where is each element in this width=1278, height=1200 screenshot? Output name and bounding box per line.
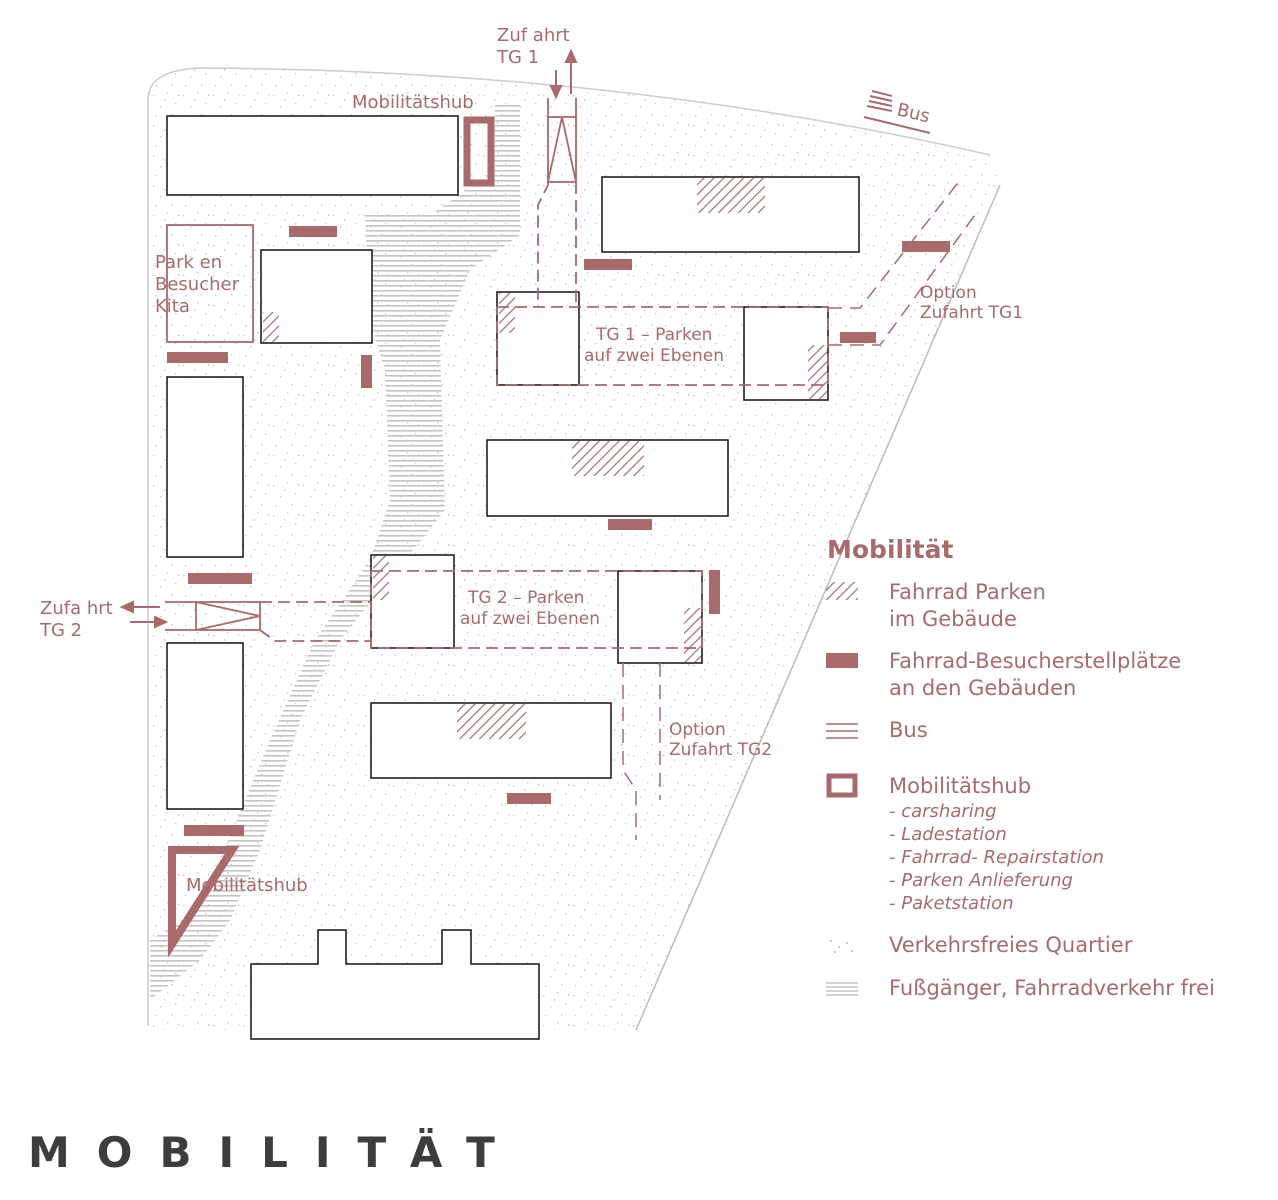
option-tg2-label-line1: Option — [669, 720, 726, 740]
option-road-tg1 — [828, 214, 976, 346]
bus-line — [863, 116, 931, 134]
ramp-tg2-edge — [165, 601, 196, 631]
ramp-tg2-marking — [195, 601, 261, 631]
site-plan-map: Bus Zuf ahrt TG 1 Mobilitätshub Park en … — [39, 25, 1215, 1040]
ramp-tg1-marking — [547, 116, 577, 183]
legend-hub-item: - carsharing — [889, 801, 997, 822]
underground-garages — [259, 182, 829, 649]
visitor-bike-bar — [184, 825, 244, 836]
arrow-in-tg2-head — [154, 615, 169, 629]
option-tg2-label-line2: Zufahrt TG2 — [669, 740, 772, 760]
visitor-bike-bar — [188, 573, 252, 584]
kita-label-line3: Kita — [155, 296, 190, 317]
building-nw — [166, 115, 459, 196]
arrow-out-tg2-head — [119, 600, 134, 614]
bike-parking-hatch — [263, 312, 279, 342]
legend-bar-swatch — [826, 653, 858, 668]
bus-line — [871, 90, 893, 97]
legend-hub-swatch — [826, 773, 858, 798]
bike-parking-hatch — [373, 556, 389, 600]
building-south — [250, 929, 540, 1040]
ramps — [165, 98, 577, 631]
legend-bike-parking-line2: im Gebäude — [889, 607, 1017, 631]
bus-stop-symbol — [863, 90, 931, 134]
site-boundary — [147, 67, 991, 1025]
building-west-2 — [166, 642, 244, 810]
legend-bike-visitor-line2: an den Gebäuden — [889, 676, 1076, 700]
mobility-hub-top-label: Mobilitätshub — [352, 92, 474, 113]
visitor-bike-bar — [902, 241, 950, 252]
visitor-bike-bar — [167, 352, 228, 363]
bike-parking-hatch — [572, 441, 644, 476]
arrows — [119, 48, 578, 629]
visitor-bike-bar — [361, 355, 372, 388]
access-road-tg1 — [537, 182, 549, 307]
tg2-label-line2: auf zwei Ebenen — [460, 609, 600, 629]
ramp-tg1-edge — [547, 98, 577, 117]
garage-tg2 — [370, 570, 703, 649]
kita-label-line2: Besucher — [155, 274, 240, 295]
legend-stripes-swatch — [826, 982, 858, 996]
mobility-hub-bottom-label: Mobilitätshub — [186, 875, 308, 896]
bus-line — [869, 95, 893, 102]
tg1-label-line1: TG 1 – Parken — [595, 325, 712, 345]
visitor-bike-bar — [507, 793, 551, 804]
bike-parking-hatch — [808, 345, 827, 399]
legend-car-free-label: Verkehrsfreies Quartier — [889, 933, 1133, 957]
page-title: MOBILITÄT — [28, 1128, 522, 1177]
site-boundary-east — [635, 184, 1001, 1031]
legend: Mobilität Fahrrad Parken im Gebäude Fahr… — [826, 535, 1215, 1000]
zufahrt-tg2-label-line2: TG 2 — [39, 620, 82, 641]
visitor-bike-bar — [709, 570, 720, 614]
legend-hub-item: - Fahrrad- Repairstation — [889, 847, 1104, 868]
option-road-tg1 — [828, 179, 961, 309]
tg2-label-line1: TG 2 – Parken — [467, 588, 584, 608]
bike-parking-hatch — [457, 704, 526, 739]
zufahrt-tg1-label-line1: Zuf ahrt — [497, 25, 570, 46]
building-square — [260, 249, 373, 344]
legend-hub-item: - Parken Anlieferung — [889, 870, 1073, 891]
bike-parking-hatch — [499, 293, 515, 333]
legend-hatch-swatch — [826, 582, 858, 600]
visitor-bike-bar — [289, 226, 337, 237]
legend-hub-item: - Paketstation — [889, 893, 1014, 914]
visitor-bike-bar — [584, 259, 632, 270]
kita-parking-area — [166, 224, 254, 343]
zufahrt-tg1-label-line2: TG 1 — [496, 47, 539, 68]
garage-tg1 — [496, 306, 829, 386]
zufahrt-tg2-label-line1: Zufa hrt — [40, 598, 113, 619]
bike-parking-hatches — [263, 178, 827, 739]
option-tg1-label-line2: Zufahrt TG1 — [920, 303, 1023, 323]
mobility-hub-top — [463, 116, 495, 187]
bus-line — [866, 105, 893, 112]
option-tg1-label-line1: Option — [920, 283, 977, 303]
legend-bus-swatch — [826, 723, 858, 739]
bike-parking-hatch — [697, 178, 765, 213]
arrow-out-tg1-head — [564, 48, 578, 63]
mobility-hub-bottom — [168, 846, 240, 958]
option-access-tg1 — [828, 179, 976, 346]
legend-bike-visitor-line1: Fahrrad-Besucherstellplätze — [889, 649, 1181, 673]
access-road-tg2 — [259, 629, 371, 642]
visitor-bike-bar — [840, 332, 876, 343]
pedestrian-paths — [150, 105, 520, 1000]
legend-hub-item: - Ladestation — [889, 824, 1007, 845]
bus-label: Bus — [895, 99, 932, 127]
legend-pedestrian-label: Fußgänger, Fahrradverkehr frei — [889, 976, 1215, 1000]
visitor-bike-bar — [608, 519, 652, 530]
building-west-1 — [166, 376, 244, 558]
bike-parking-hatch — [684, 608, 701, 662]
arrow-in-tg1-head — [549, 85, 563, 100]
tg1-label-line2: auf zwei Ebenen — [584, 346, 724, 366]
kita-label-line1: Park en — [155, 252, 222, 273]
legend-hub-label: Mobilitätshub — [889, 774, 1031, 798]
bus-line — [868, 100, 893, 107]
option-road-tg2 — [622, 663, 637, 840]
legend-bus-label: Bus — [889, 718, 928, 742]
legend-bike-parking-line1: Fahrrad Parken — [889, 580, 1046, 604]
visitor-bike-bars — [167, 226, 950, 836]
legend-title: Mobilität — [827, 535, 953, 564]
option-access-tg2 — [622, 663, 661, 840]
legend-dots-swatch — [830, 940, 853, 953]
